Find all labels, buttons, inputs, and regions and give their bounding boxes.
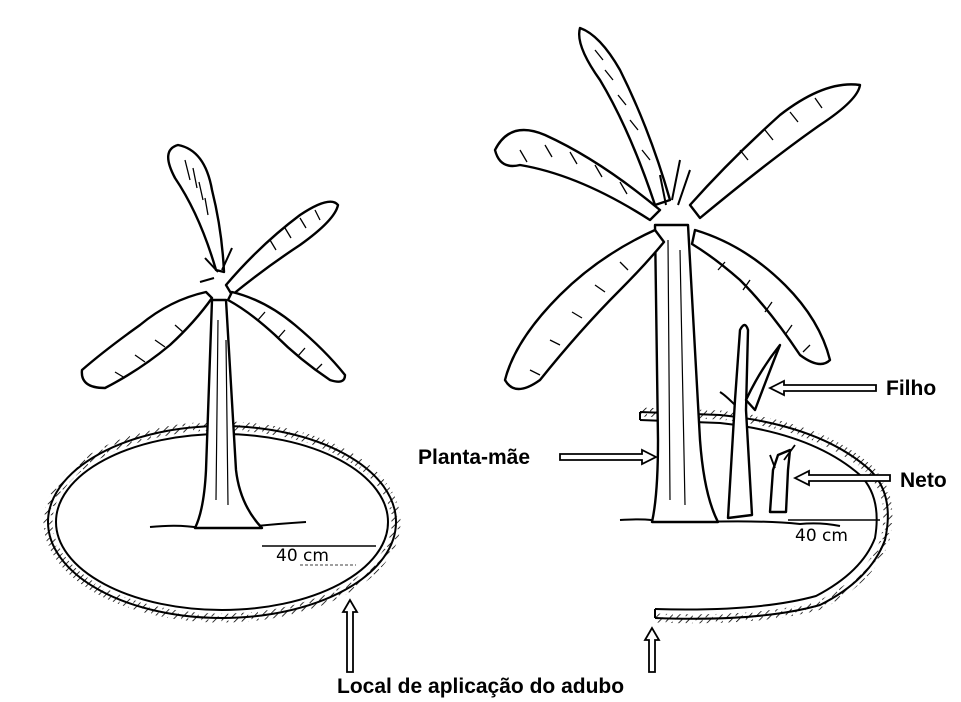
planta-mae-label: Planta-mãe bbox=[418, 447, 530, 468]
left-distance-label: 40 cm bbox=[276, 548, 329, 565]
left-arrow-up bbox=[343, 600, 357, 672]
filho-label: Filho bbox=[886, 378, 936, 399]
planta-mae-arrow bbox=[560, 450, 656, 464]
neto-label: Neto bbox=[900, 470, 947, 491]
filho-arrow bbox=[770, 381, 876, 395]
right-distance-label: 40 cm bbox=[795, 528, 848, 545]
right-banana-plant bbox=[495, 28, 860, 526]
left-banana-plant bbox=[82, 145, 345, 528]
caption: Local de aplicação do adubo bbox=[337, 676, 624, 697]
right-arrow-up bbox=[645, 628, 659, 672]
